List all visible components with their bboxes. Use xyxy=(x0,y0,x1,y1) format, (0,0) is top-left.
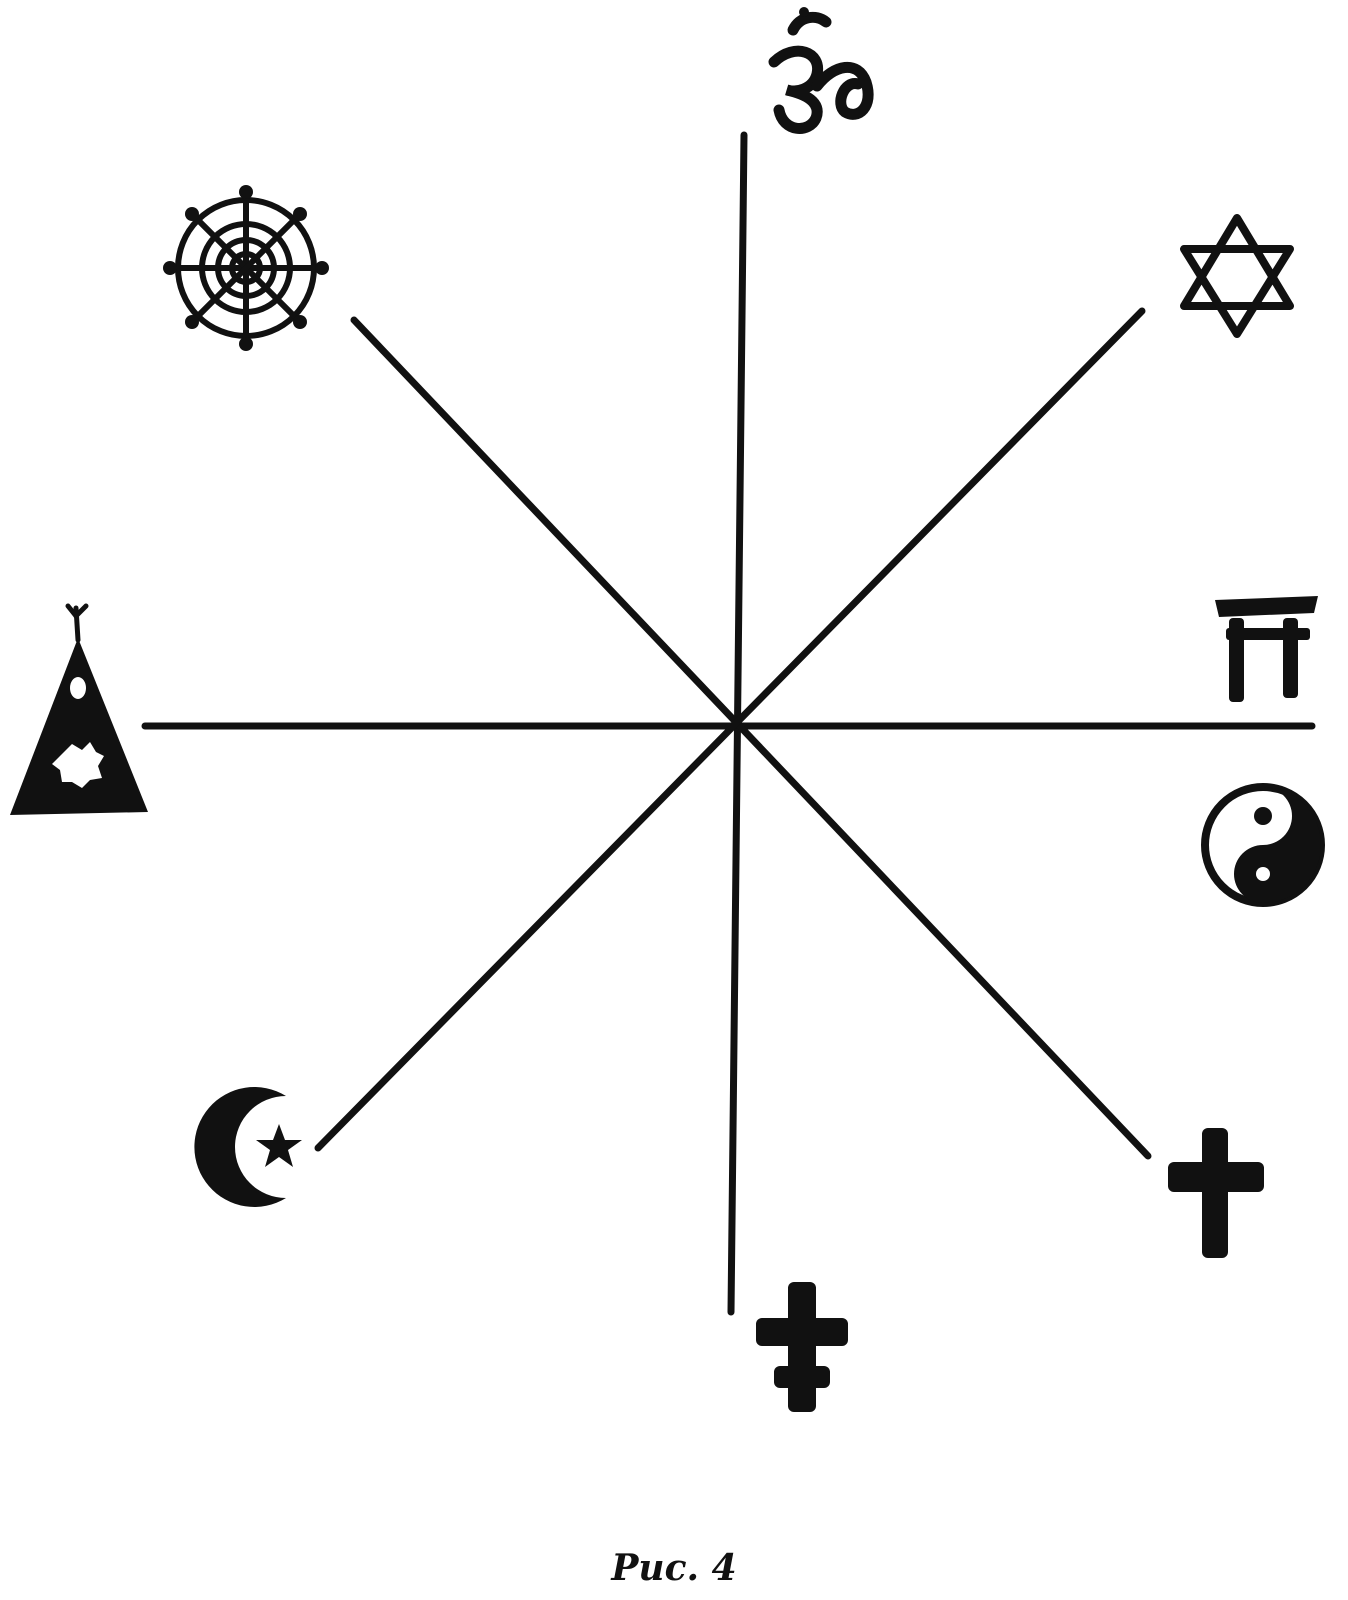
latin-cross-icon xyxy=(1168,1128,1264,1258)
star-of-david-icon xyxy=(1180,214,1294,338)
om-icon xyxy=(768,7,874,134)
dharma-wheel-icon xyxy=(163,185,329,351)
orthodox-cross-icon xyxy=(756,1282,848,1412)
figure-caption: Рис. 4 xyxy=(611,1547,737,1589)
tipi-icon xyxy=(10,603,148,815)
yin-yang-icon xyxy=(1201,783,1325,907)
radial-lines xyxy=(141,131,1316,1316)
crescent-star-icon xyxy=(194,1087,302,1207)
torii-gate-icon xyxy=(1215,596,1318,702)
line-northwest-southeast xyxy=(350,316,1152,1160)
line-northeast-southwest xyxy=(314,307,1146,1152)
